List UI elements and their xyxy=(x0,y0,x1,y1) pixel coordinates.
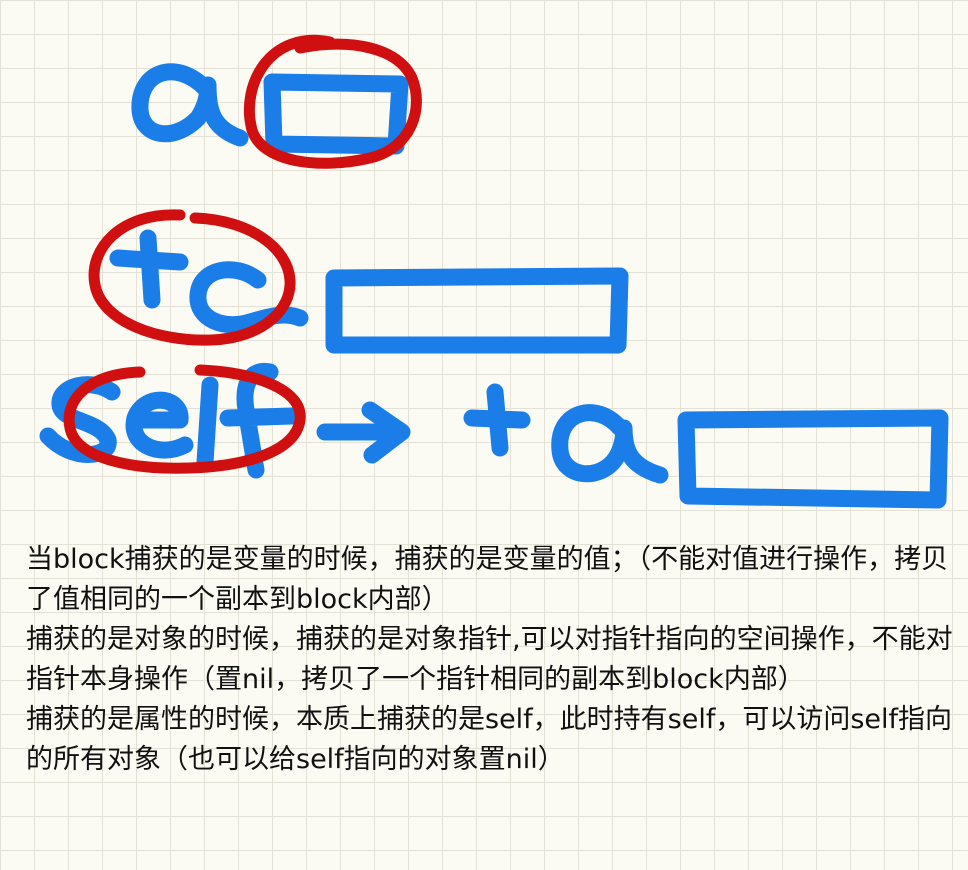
handwritten-sketch xyxy=(39,34,949,509)
pointer-c-group xyxy=(88,209,629,354)
value-box xyxy=(263,73,409,155)
note-variable-capture: 当block捕获的是变量的时候，捕获的是变量的值；（不能对值进行操作，拷贝了值相… xyxy=(26,544,949,615)
letter-a xyxy=(131,63,249,147)
variable-a-group xyxy=(131,34,422,169)
self-group xyxy=(39,362,949,509)
arrow xyxy=(316,401,411,464)
note-object-capture: 捕获的是对象的时候，捕获的是对象指针,可以对指针指向的空间操作，不能对指针本身操… xyxy=(26,624,953,695)
pointer-box xyxy=(325,267,629,354)
star-symbol xyxy=(109,229,189,309)
circle-around-pointer xyxy=(88,209,296,346)
letter-a-2 xyxy=(551,404,669,484)
note-property-capture: 捕获的是属性的时候，本质上捕获的是self，此时持有self，可以访问self指… xyxy=(26,704,953,775)
circle-around-box xyxy=(243,34,422,169)
object-box xyxy=(677,409,949,509)
star-symbol-2 xyxy=(463,383,531,457)
explanation-notes: 当block捕获的是变量的时候，捕获的是变量的值；（不能对值进行操作，拷贝了值相… xyxy=(26,540,956,780)
word-self xyxy=(39,362,301,479)
circle-around-self xyxy=(63,364,306,474)
